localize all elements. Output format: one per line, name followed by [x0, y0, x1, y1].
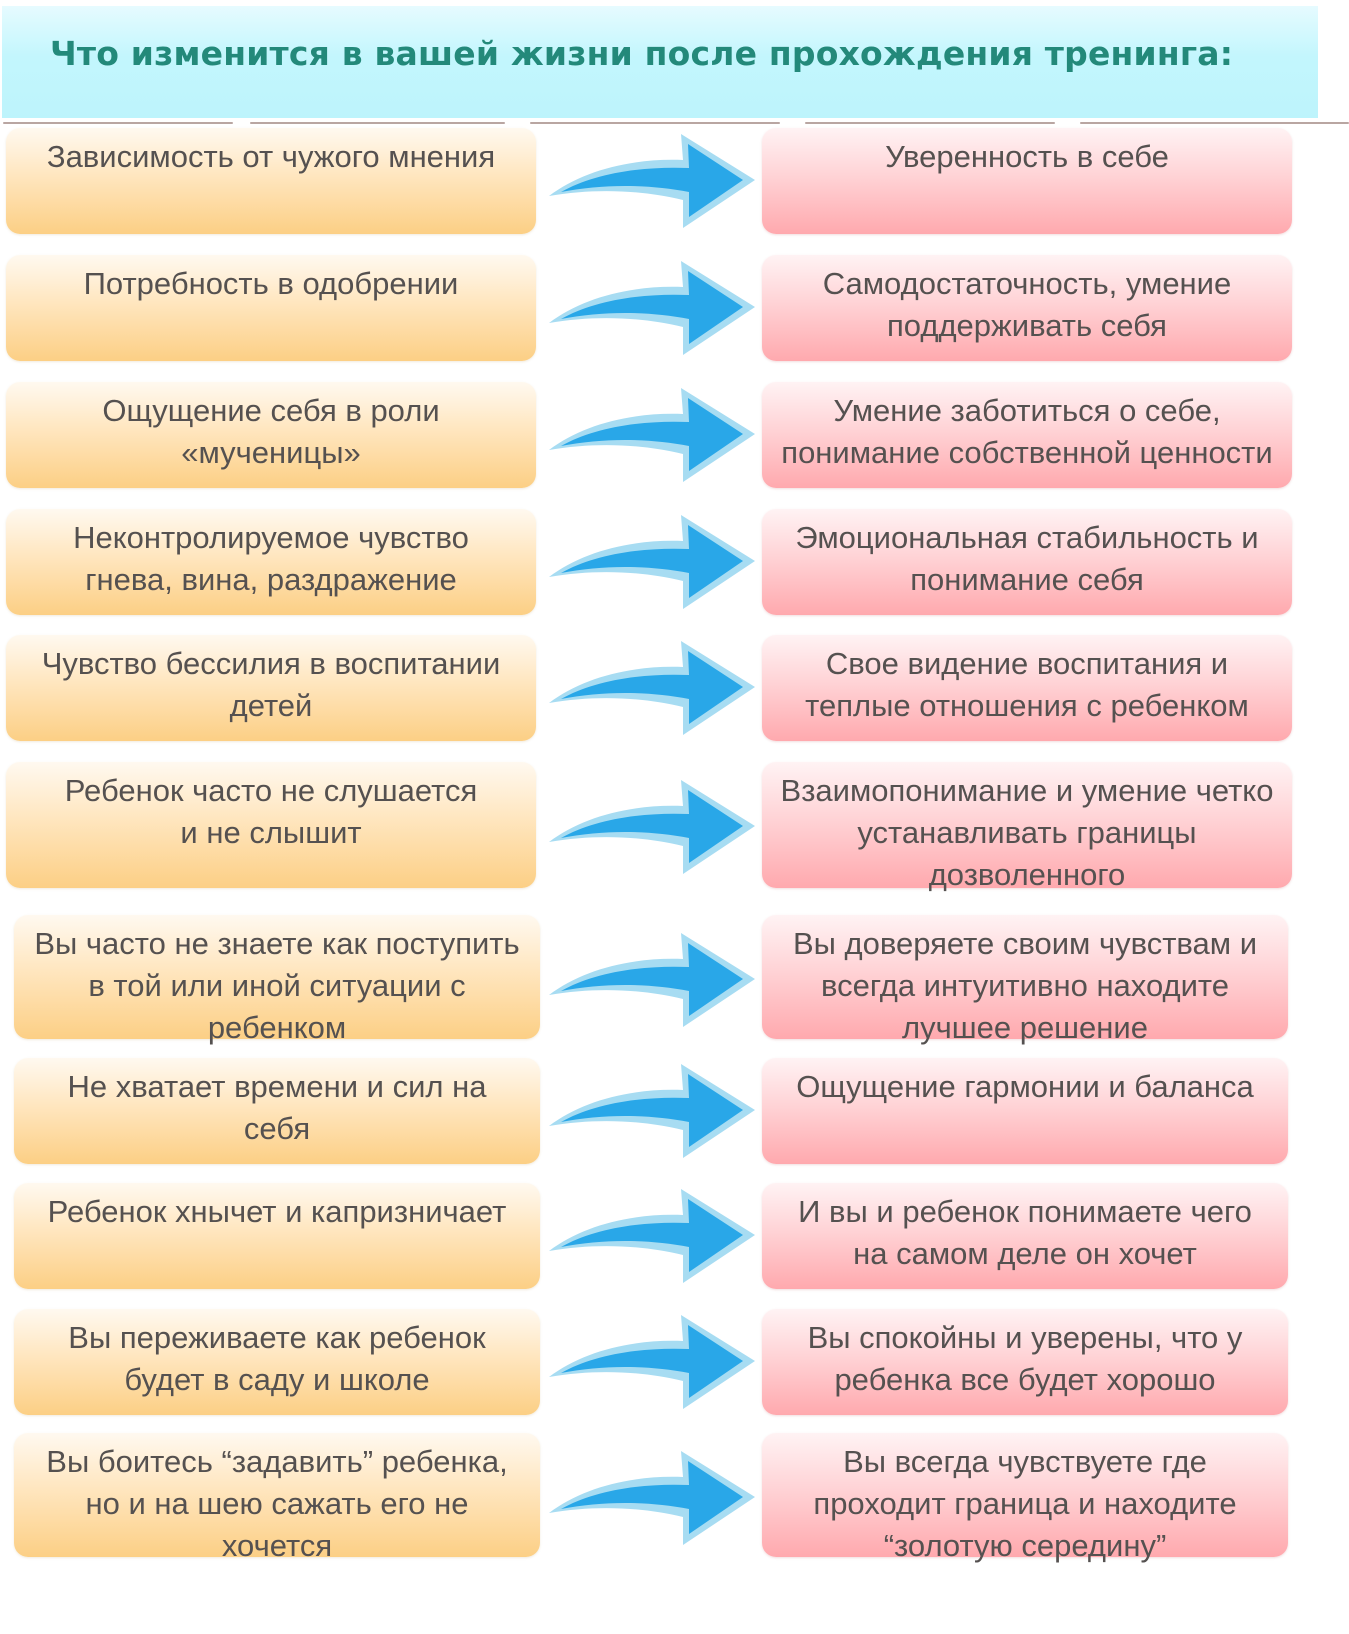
before-text-line: Не хватает времени и сил на [67, 1069, 487, 1104]
before-text-line: «мученицы» [181, 435, 361, 470]
before-text-line: Зависимость от чужого мнения [46, 139, 496, 174]
before-box-6: Ребенок часто не слушается и не слышит [6, 762, 536, 888]
after-box-9: И вы и ребенок понимаете чего на самом де… [762, 1183, 1288, 1289]
after-box-3: Умение заботиться о себе, понимание собст… [762, 382, 1292, 488]
after-box-2: Самодостаточность, умение поддерживать се… [762, 255, 1292, 361]
before-text-line: Ребенок часто не слушается [64, 773, 478, 808]
after-text-line: теплые отношения с ребенком [805, 688, 1249, 723]
after-text-line: И вы и ребенок понимаете чего [798, 1194, 1252, 1229]
after-text-line: проходит граница и находите [813, 1486, 1237, 1521]
curved-right-arrow-icon [549, 1315, 755, 1409]
before-box-9: Ребенок хнычет и капризничает [14, 1183, 540, 1289]
before-text-line: ребенком [207, 1010, 347, 1045]
curved-right-arrow-icon [549, 1189, 755, 1283]
before-text-line: Вы часто не знаете как поступить [34, 926, 520, 961]
before-box-3: Ощущение себя в роли «мученицы» [6, 382, 536, 488]
divider-line [530, 122, 780, 124]
before-text-line: Потребность в одобрении [83, 266, 459, 301]
after-text-line: “золотую середину” [883, 1528, 1167, 1563]
divider-line [3, 122, 233, 124]
before-box-1: Зависимость от чужого мнения [6, 128, 536, 234]
after-text-line: понимание собственной ценности [781, 435, 1273, 470]
after-box-4: Эмоциональная стабильность и понимание се… [762, 509, 1292, 615]
before-text-line: Ребенок хнычет и капризничает [47, 1194, 507, 1229]
page-title: Что изменится в вашей жизни после прохож… [50, 34, 1234, 73]
curved-right-arrow-icon [549, 261, 755, 355]
before-text-line: будет в саду и школе [124, 1362, 430, 1397]
before-text-line: детей [229, 688, 313, 723]
before-box-10: Вы переживаете как ребенок будет в саду и… [14, 1309, 540, 1415]
before-text-line: но и на шею сажать его не [85, 1486, 469, 1521]
before-text-line: Неконтролируемое чувство [73, 520, 469, 555]
after-text-line: поддерживать себя [887, 308, 1167, 343]
before-text-line: и не слышит [180, 815, 362, 850]
after-text-line: Умение заботиться о себе, [833, 393, 1221, 428]
after-box-10: Вы спокойны и уверены, что у ребенка все … [762, 1309, 1288, 1415]
after-box-6: Взаимопонимание и умение четко устанавлив… [762, 762, 1292, 892]
after-text-line: устанавливать границы [857, 815, 1197, 850]
curved-right-arrow-icon [549, 780, 755, 874]
after-text-line: Вы доверяете своим чувствам и [792, 926, 1258, 961]
before-box-11: Вы боитесь “задавить” ребенка, но и на ше… [14, 1433, 540, 1563]
curved-right-arrow-icon [549, 515, 755, 609]
after-text-line: Уверенность в себе [885, 139, 1169, 174]
before-box-8: Не хватает времени и сил на себя [14, 1058, 540, 1164]
after-text-line: Свое видение воспитания и [825, 646, 1229, 681]
after-box-5: Свое видение воспитания и теплые отношени… [762, 635, 1292, 741]
curved-right-arrow-icon [549, 641, 755, 735]
after-text-line: ребенка все будет хорошо [834, 1362, 1216, 1397]
before-box-7: Вы часто не знаете как поступить в той ил… [14, 915, 540, 1045]
after-text-line: Взаимопонимание и умение четко [780, 773, 1274, 808]
after-box-7: Вы доверяете своим чувствам и всегда инту… [762, 915, 1288, 1045]
before-box-4: Неконтролируемое чувство гнева, вина, раз… [6, 509, 536, 615]
before-box-5: Чувство бессилия в воспитании детей [6, 635, 536, 741]
after-text-line: лучшее решение [902, 1010, 1148, 1045]
after-text-line: понимание себя [910, 562, 1144, 597]
before-text-line: Чувство бессилия в воспитании [41, 646, 501, 681]
before-text-line: в той или иной ситуации с [88, 968, 466, 1003]
curved-right-arrow-icon [549, 933, 755, 1027]
after-text-line: Вы спокойны и уверены, что у [807, 1320, 1243, 1355]
curved-right-arrow-icon [549, 134, 755, 228]
curved-right-arrow-icon [549, 1451, 755, 1545]
after-text-line: Вы всегда чувствуете где [843, 1444, 1207, 1479]
after-text-line: Самодостаточность, умение [822, 266, 1232, 301]
after-box-11: Вы всегда чувствуете где проходит граница… [762, 1433, 1288, 1563]
after-text-line: на самом деле он хочет [853, 1236, 1197, 1271]
before-text-line: Ощущение себя в роли [102, 393, 440, 428]
after-text-line: Ощущение гармонии и баланса [796, 1069, 1254, 1104]
before-text-line: себя [243, 1111, 311, 1146]
curved-right-arrow-icon [549, 1064, 755, 1158]
curved-right-arrow-icon [549, 388, 755, 482]
after-text-line: дозволенного [928, 857, 1126, 892]
after-box-1: Уверенность в себе [762, 128, 1292, 234]
before-text-line: Вы боитесь “задавить” ребенка, [46, 1444, 508, 1479]
divider-line [1080, 122, 1349, 124]
before-text-line: гнева, вина, раздражение [85, 562, 457, 597]
before-text-line: Вы переживаете как ребенок [68, 1320, 486, 1355]
divider-line [805, 122, 1055, 124]
before-text-line: хочется [221, 1528, 333, 1563]
after-box-8: Ощущение гармонии и баланса [762, 1058, 1288, 1164]
before-box-2: Потребность в одобрении [6, 255, 536, 361]
header-banner: Что изменится в вашей жизни после прохож… [2, 6, 1318, 118]
after-text-line: Эмоциональная стабильность и [795, 520, 1259, 555]
divider-line [250, 122, 505, 124]
after-text-line: всегда интуитивно находите [820, 968, 1230, 1003]
